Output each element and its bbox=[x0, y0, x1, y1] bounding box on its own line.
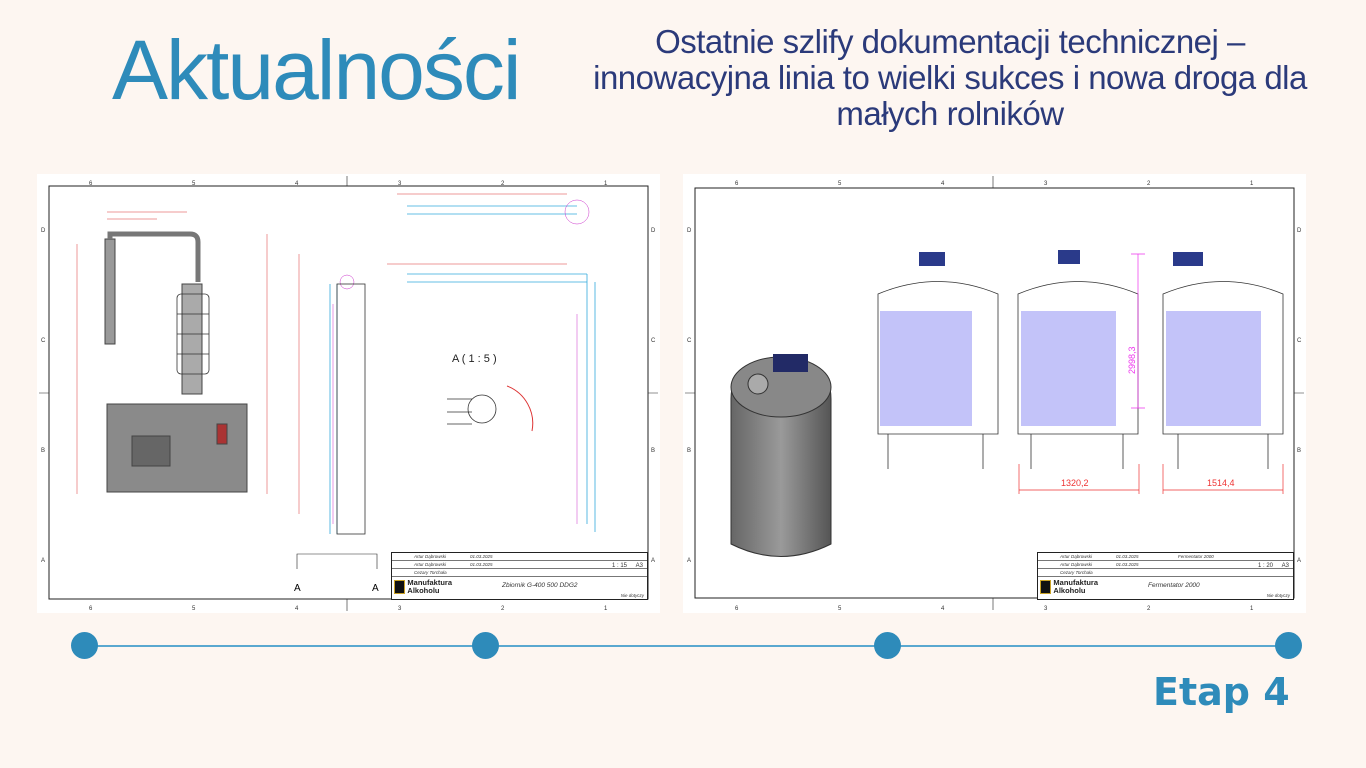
border-col-label: 3 bbox=[1044, 606, 1048, 612]
border-row-label: C bbox=[651, 338, 656, 344]
approver: Cezary Torchała bbox=[414, 570, 447, 575]
news-headline: Ostatnie szlify dokumentacji technicznej… bbox=[593, 23, 1307, 132]
border-col-label: 6 bbox=[735, 606, 739, 612]
border-row-label: C bbox=[1297, 338, 1302, 344]
border-row-label: B bbox=[687, 448, 691, 454]
border-col-label: 3 bbox=[1044, 181, 1048, 187]
border-col-label: 2 bbox=[501, 181, 505, 187]
timeline-dot bbox=[472, 632, 499, 659]
border-col-label: 2 bbox=[501, 606, 505, 612]
stage-label: Etap 4 bbox=[1153, 670, 1290, 714]
border-row-label: D bbox=[687, 228, 692, 234]
border-col-label: 4 bbox=[295, 181, 299, 187]
section-mark-right: A bbox=[372, 583, 379, 594]
border-row-label: A bbox=[41, 558, 45, 564]
dim-height: 2998,3 bbox=[1127, 346, 1137, 374]
designer: Artur Dąbrowski bbox=[414, 554, 447, 559]
border-col-label: 6 bbox=[89, 606, 93, 612]
format: A3 bbox=[635, 563, 643, 569]
approver: Cezary Torchała bbox=[1060, 570, 1093, 575]
material: Nie dotyczy bbox=[1266, 593, 1290, 598]
checker: Artur Dąbrowski bbox=[1060, 562, 1093, 567]
timeline-line bbox=[84, 645, 1290, 647]
checker: Artur Dąbrowski bbox=[414, 562, 447, 567]
section-mark-left: A bbox=[294, 583, 301, 594]
border-row-label: B bbox=[1297, 448, 1301, 454]
project: Fermentator 2000 bbox=[1178, 554, 1214, 559]
border-col-label: 4 bbox=[295, 606, 299, 612]
timeline-dot bbox=[874, 632, 901, 659]
border-col-label: 6 bbox=[735, 181, 739, 187]
border-col-label: 3 bbox=[398, 181, 402, 187]
border-row-label: D bbox=[1297, 228, 1302, 234]
border-col-label: 1 bbox=[1250, 606, 1254, 612]
timeline-dot bbox=[1275, 632, 1302, 659]
border-row-label: C bbox=[687, 338, 692, 344]
border-col-label: 1 bbox=[604, 181, 608, 187]
detail-view-label: A ( 1 : 5 ) bbox=[452, 353, 497, 365]
title-block: Artur Dąbrowski 01.03.2025 Artur Dąbrowsk… bbox=[391, 552, 648, 600]
border-col-label: 2 bbox=[1147, 181, 1151, 187]
border-row-label: C bbox=[41, 338, 46, 344]
format: A3 bbox=[1281, 563, 1289, 569]
page-title: Aktualności bbox=[112, 23, 522, 117]
border-col-label: 6 bbox=[89, 181, 93, 187]
border-col-label: 2 bbox=[1147, 606, 1151, 612]
designer: Artur Dąbrowski bbox=[1060, 554, 1093, 559]
date: 01.03.2025 bbox=[1116, 554, 1139, 559]
drawing-name: Zbiornik G-400 500 DDG2 bbox=[502, 582, 578, 589]
scale: 1 : 20 bbox=[1257, 563, 1273, 569]
border-col-label: 5 bbox=[838, 181, 842, 187]
border-col-label: 4 bbox=[941, 606, 945, 612]
date: 01.03.2025 bbox=[470, 554, 493, 559]
scale: 1 : 15 bbox=[611, 563, 627, 569]
border-row-label: A bbox=[651, 558, 655, 564]
border-col-label: 1 bbox=[1250, 181, 1254, 187]
timeline-dot bbox=[71, 632, 98, 659]
border-col-label: 3 bbox=[398, 606, 402, 612]
border-row-label: A bbox=[687, 558, 691, 564]
border-col-label: 5 bbox=[192, 181, 196, 187]
border-row-label: A bbox=[1297, 558, 1301, 564]
border-row-label: D bbox=[41, 228, 46, 234]
border-col-label: 1 bbox=[604, 606, 608, 612]
border-col-label: 4 bbox=[941, 181, 945, 187]
date: 01.03.2025 bbox=[1116, 562, 1139, 567]
drawing-name: Fermentator 2000 bbox=[1148, 582, 1200, 589]
dim-width-1: 1320,2 bbox=[1061, 478, 1089, 488]
border-col-label: 5 bbox=[192, 606, 196, 612]
date: 01.03.2025 bbox=[470, 562, 493, 567]
dim-width-2: 1514,4 bbox=[1207, 478, 1235, 488]
border-col-label: 5 bbox=[838, 606, 842, 612]
material: Nie dotyczy bbox=[620, 593, 644, 598]
border-row-label: D bbox=[651, 228, 656, 234]
border-row-label: B bbox=[41, 448, 45, 454]
border-row-label: B bbox=[651, 448, 655, 454]
